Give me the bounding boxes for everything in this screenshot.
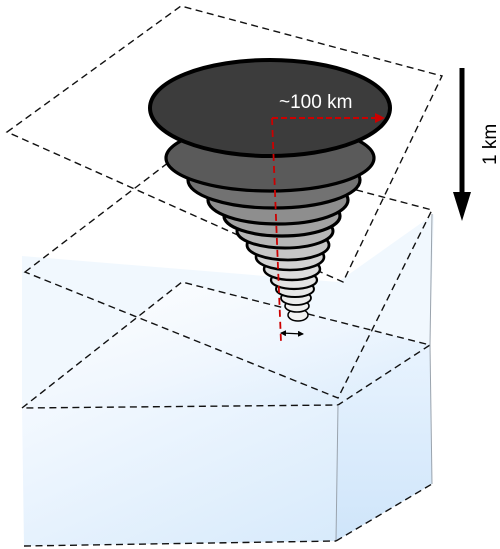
water-block-dashed-edges — [23, 483, 433, 547]
block-upper-right-edge — [429, 213, 433, 346]
water-block-top-face — [22, 282, 430, 408]
block-front-right-edge — [335, 404, 339, 542]
water-block-solid-edges — [335, 213, 433, 542]
upper-water-layer — [22, 214, 434, 408]
scale-indicator: ~100 km — [271, 92, 385, 343]
depth-scale: 1 km — [453, 68, 500, 221]
cone-axis-dashed-line — [271, 117, 282, 343]
cone-layer-top — [148, 58, 392, 158]
nested-cone — [148, 58, 392, 322]
double-headed-arrow-icon — [280, 330, 304, 337]
water-block-front-face — [22, 405, 338, 546]
middle-plane-outline — [23, 145, 434, 399]
water-volume-block — [22, 214, 434, 546]
horizontal-scale-label: ~100 km — [279, 92, 352, 113]
vertical-scale-label: 1 km — [480, 124, 500, 165]
down-arrow-head — [453, 192, 471, 221]
top-plane-outline — [5, 5, 443, 283]
block-bottom-right-edge — [335, 483, 433, 542]
dashed-planes — [5, 5, 443, 409]
block-back-right-edge — [429, 344, 433, 485]
water-block-right-face — [336, 345, 432, 541]
block-bottom-edge — [23, 540, 337, 547]
